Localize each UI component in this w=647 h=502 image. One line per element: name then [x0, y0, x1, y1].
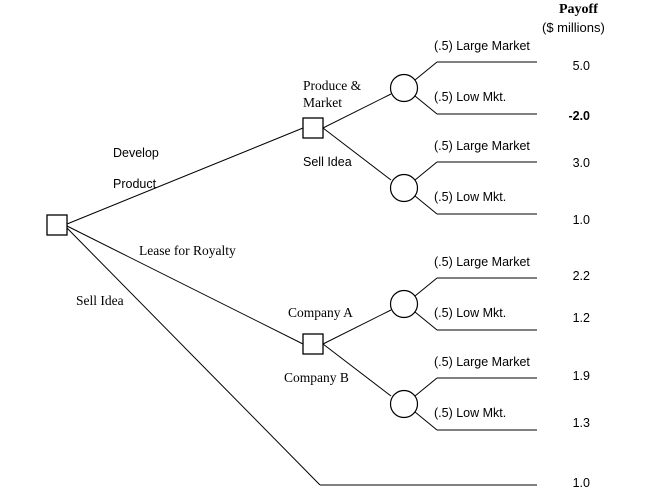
edge-label-produce-and-market-line1: Produce & — [303, 78, 362, 93]
payoff-header-units: ($ millions) — [542, 20, 605, 35]
payoff-value-1: 5.0 — [572, 59, 590, 73]
edge-label-company-a: Company A — [288, 305, 353, 320]
probability-label-low-mkt-1: (.5) Low Mkt. — [434, 90, 507, 104]
payoff-value-7: 1.9 — [572, 369, 590, 383]
probability-label-large-market-4: (.5) Large Market — [434, 355, 530, 369]
edge-label-lease-for-royalty: Lease for Royalty — [139, 243, 236, 258]
decision-node-develop — [302, 117, 324, 139]
payoff-value-2: -2.0 — [568, 109, 590, 123]
chance-node-company-a — [389, 289, 419, 319]
edge-label-company-b: Company B — [284, 370, 349, 385]
chance-node-produce-market — [389, 73, 419, 103]
edge-label-sell-idea-root: Sell Idea — [76, 293, 124, 308]
edge-label-produce-and-market-line2: Market — [303, 95, 342, 110]
edge-large-market-2 — [414, 161, 438, 181]
probability-label-large-market-2: (.5) Large Market — [434, 139, 530, 153]
chance-node-sell-idea-sub — [389, 173, 419, 203]
edge-large-market-1 — [414, 61, 438, 81]
chance-node-company-b — [389, 389, 419, 419]
edge-low-mkt-4 — [414, 411, 438, 431]
probability-label-large-market-3: (.5) Large Market — [434, 255, 530, 269]
payoff-value-3: 3.0 — [572, 156, 590, 170]
payoff-value-5: 2.2 — [572, 269, 590, 283]
edge-label-sell-idea-sub: Sell Idea — [303, 155, 352, 169]
payoff-value-8: 1.3 — [572, 416, 590, 430]
edge-produce-and-market — [322, 93, 392, 129]
root-decision-node — [46, 214, 68, 236]
edge-low-mkt-1 — [414, 95, 438, 115]
probability-label-large-market-1: (.5) Large Market — [434, 39, 530, 53]
payoff-value-6: 1.2 — [572, 311, 590, 325]
edge-company-b — [322, 343, 392, 397]
edge-low-mkt-3 — [414, 311, 438, 331]
edge-sell-idea-sub — [322, 127, 392, 181]
payoff-value-4: 1.0 — [572, 213, 590, 227]
payoff-value-9: 1.0 — [572, 476, 590, 490]
edge-label-develop: Develop — [113, 146, 159, 160]
probability-label-low-mkt-2: (.5) Low Mkt. — [434, 190, 507, 204]
edge-develop-product — [66, 127, 304, 225]
edge-large-market-4 — [414, 377, 438, 397]
edge-large-market-3 — [414, 277, 438, 297]
edge-sell-idea-root — [66, 227, 321, 486]
edge-label-product: Product — [113, 177, 157, 191]
payoff-header-title: Payoff — [559, 2, 598, 17]
probability-label-low-mkt-3: (.5) Low Mkt. — [434, 306, 507, 320]
decision-node-royalty — [302, 333, 324, 355]
edge-lease-for-royalty — [66, 225, 304, 345]
edge-low-mkt-2 — [414, 195, 438, 215]
edge-company-a — [322, 309, 392, 345]
probability-label-low-mkt-4: (.5) Low Mkt. — [434, 406, 507, 420]
